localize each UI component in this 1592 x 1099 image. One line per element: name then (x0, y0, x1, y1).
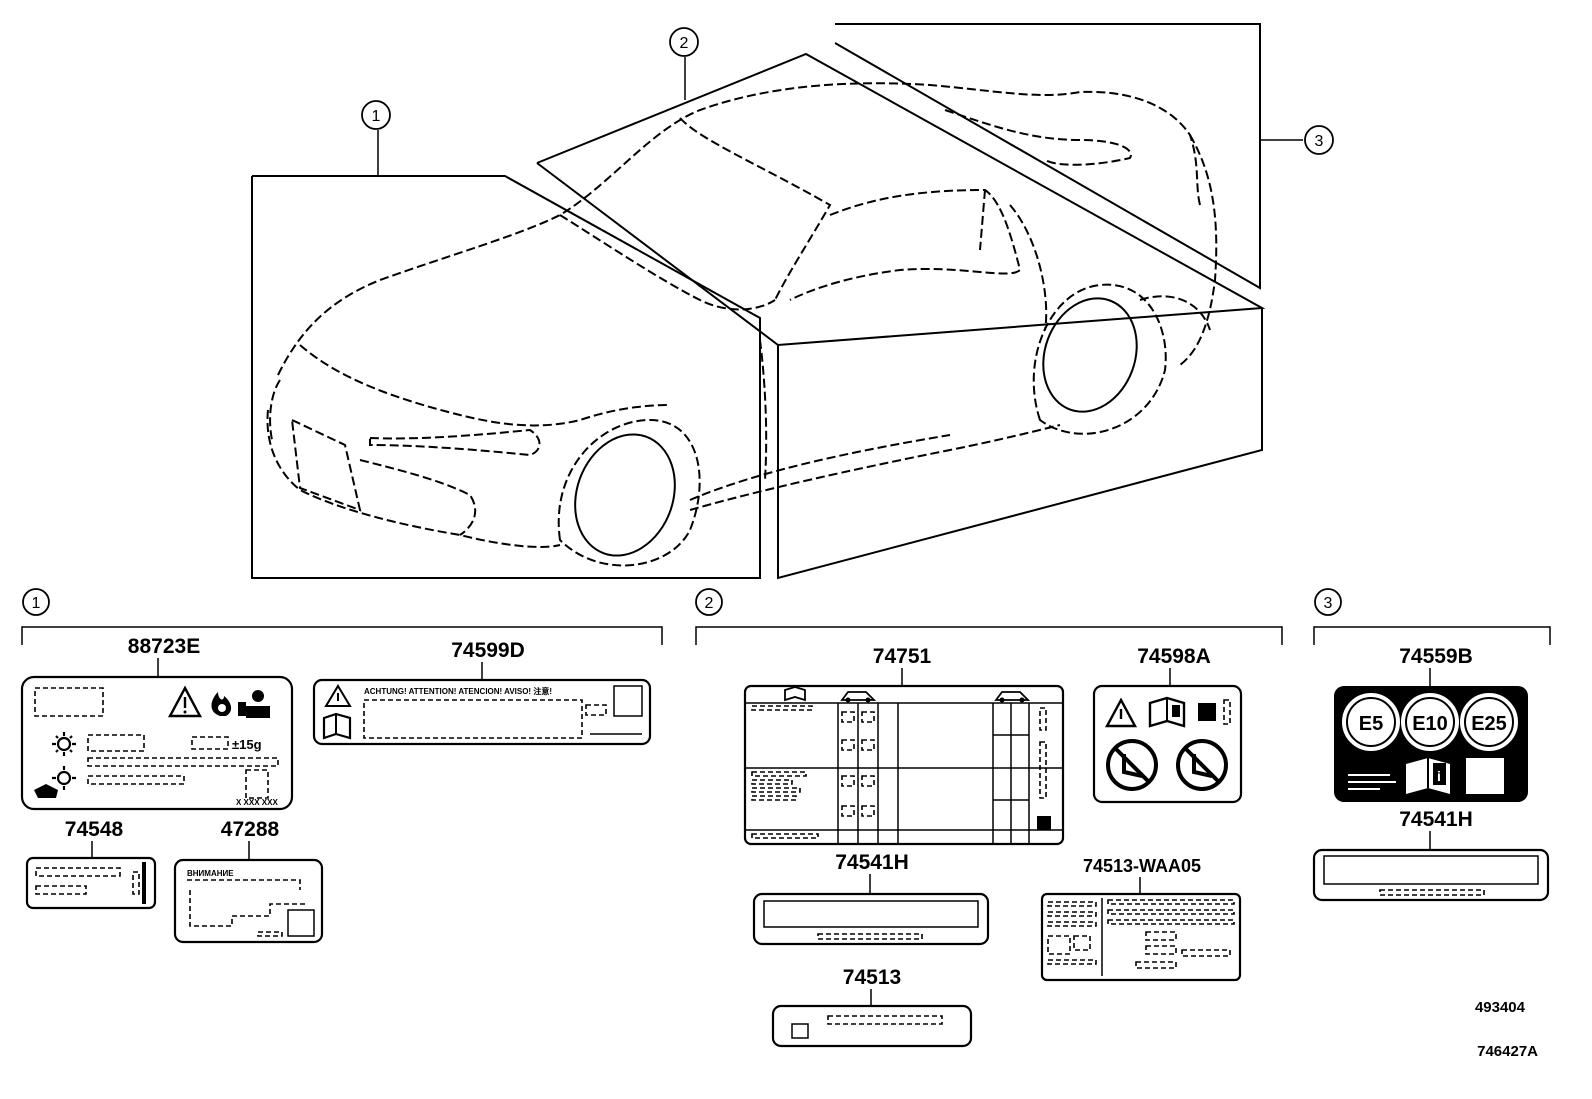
svg-text:2: 2 (705, 595, 714, 612)
svg-text:74513: 74513 (843, 966, 901, 989)
manual-book-icon (784, 686, 806, 702)
svg-text:2: 2 (680, 35, 689, 52)
svg-text:ACHTUNG! ATTENTION! ATENCION: ACHTUNG! ATTENTION! ATENCION! AVISO! 注意! (364, 686, 552, 696)
car-icon (994, 691, 1031, 703)
zone-2-frame (536, 52, 1266, 347)
group-3-header: 3 (1313, 588, 1551, 645)
label-74541H-group3: 74541H (1312, 808, 1550, 902)
label-74548: 74548 (25, 818, 157, 910)
manual-info-icon (1148, 696, 1186, 728)
svg-text:ВНИМАНИЕ: ВНИМАНИЕ (187, 869, 234, 878)
svg-text:i: i (1437, 768, 1441, 784)
car-illustration (266, 82, 1218, 567)
svg-text:88723E: 88723E (128, 635, 200, 658)
warning-triangle-icon (1104, 697, 1138, 728)
svg-text:1: 1 (372, 108, 381, 125)
callout-2: 2 (669, 27, 699, 57)
label-74513-WAA05: 74513-WAA05 (1040, 856, 1242, 982)
svg-text:74598A: 74598A (1137, 645, 1211, 668)
label-74599D: 74599D ACHTUNG! ATTENTION! ATENCION! AVI… (312, 639, 652, 746)
warning-triangle-icon (324, 684, 352, 707)
reference-number-2: 746427A (1477, 1043, 1538, 1060)
warning-triangle-icon (167, 685, 203, 718)
label-74513: 74513 (771, 966, 973, 1048)
label-74751: 74751 (743, 645, 1065, 846)
manual-book-icon (322, 712, 352, 740)
svg-text:74513-WAA05: 74513-WAA05 (1083, 856, 1201, 876)
no-child-seat-icon (1106, 739, 1158, 791)
callout-1: 1 (361, 100, 391, 130)
fuel-badge-e10: E10 (1401, 693, 1459, 751)
oil-can-icon (34, 766, 76, 798)
label-88723E: 88723E ±15g (20, 635, 294, 811)
car-icon (840, 691, 877, 703)
svg-text:74599D: 74599D (451, 639, 525, 662)
callout-3: 3 (1304, 125, 1334, 155)
label-74541H-group2: 74541H (752, 851, 990, 946)
reference-number-1: 493404 (1475, 999, 1526, 1016)
svg-text:X XXX XXX: X XXX XXX (236, 798, 278, 807)
ac-fan-icon (52, 732, 76, 756)
svg-text:E5: E5 (1359, 713, 1383, 735)
manual-info-icon: i (1406, 758, 1450, 794)
group-1-header: 1 (21, 588, 663, 645)
svg-text:3: 3 (1324, 595, 1333, 612)
svg-text:74559B: 74559B (1399, 645, 1473, 668)
label-47288: 47288 ВНИМАНИЕ (173, 818, 324, 944)
no-child-seat-icon (1176, 739, 1228, 791)
fuel-badge-e25: E25 (1460, 693, 1518, 751)
service-person-icon (238, 690, 270, 718)
svg-text:74548: 74548 (65, 818, 124, 841)
svg-text:E10: E10 (1412, 713, 1448, 735)
zone-3-frame (834, 23, 1303, 290)
svg-text:74751: 74751 (873, 645, 932, 668)
label-74598A: 74598A (1092, 645, 1243, 804)
svg-text:E25: E25 (1471, 713, 1507, 735)
svg-text:±15g: ±15g (232, 737, 262, 752)
zone-side-frame (777, 308, 1263, 580)
svg-text:3: 3 (1315, 133, 1324, 150)
svg-text:1: 1 (32, 595, 41, 612)
svg-text:74541H: 74541H (835, 851, 909, 874)
flame-icon (211, 692, 232, 716)
zone-1-frame (251, 130, 761, 579)
group-2-header: 2 (695, 588, 1283, 645)
label-74559B: 74559B E5 E10 E25 i (1334, 645, 1528, 802)
fuel-badge-e5: E5 (1342, 693, 1400, 751)
svg-text:47288: 47288 (221, 818, 280, 841)
svg-text:74541H: 74541H (1399, 808, 1473, 831)
